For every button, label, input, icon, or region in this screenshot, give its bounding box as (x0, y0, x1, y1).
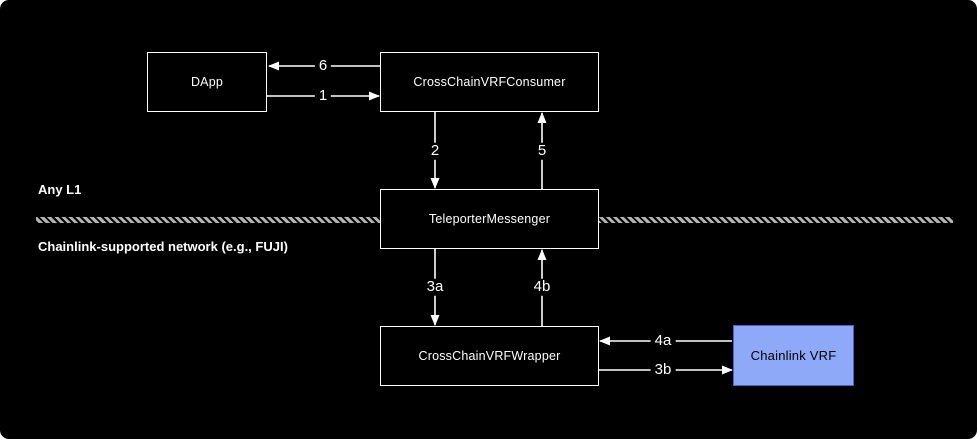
node-wrapper-label: CrossChainVRFWrapper (418, 349, 561, 363)
node-crosschain-vrf-wrapper: CrossChainVRFWrapper (380, 326, 599, 386)
edge-label-3b: 3b (650, 361, 676, 379)
edge-label-2: 2 (426, 142, 444, 160)
edge-label-3a: 3a (422, 278, 448, 296)
node-dapp-label: DApp (190, 75, 224, 89)
edge-label-1: 1 (314, 87, 332, 105)
node-teleporter-messenger: TeleporterMessenger (380, 189, 599, 249)
node-chainlink-label: Chainlink VRF (750, 348, 837, 363)
node-consumer-label: CrossChainVRFConsumer (413, 75, 566, 89)
node-crosschain-vrf-consumer: CrossChainVRFConsumer (380, 52, 599, 112)
node-teleporter-label: TeleporterMessenger (428, 212, 551, 226)
node-dapp: DApp (147, 52, 267, 112)
edge-label-4b: 4b (529, 278, 555, 296)
node-chainlink-vrf: Chainlink VRF (733, 325, 854, 386)
edge-label-4a: 4a (650, 332, 676, 350)
zone-label-any-l1: Any L1 (38, 182, 82, 197)
edge-label-6: 6 (314, 57, 332, 75)
edge-label-5: 5 (533, 142, 551, 160)
zone-label-chainlink-network: Chainlink-supported network (e.g., FUJI) (38, 239, 288, 254)
